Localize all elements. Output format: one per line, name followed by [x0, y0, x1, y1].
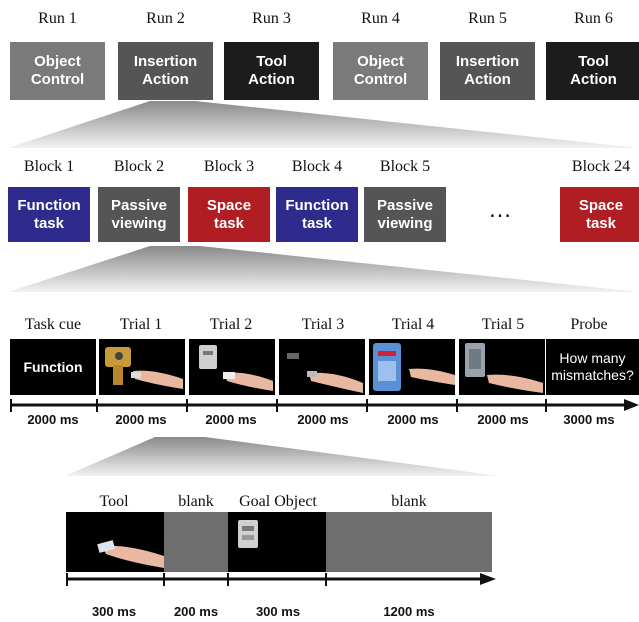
block-label: Block 3: [203, 158, 255, 175]
trial-label: Task cue: [24, 316, 82, 333]
block-label: Block 2: [113, 158, 165, 175]
duration-label: 300 ms: [255, 604, 301, 619]
duration-label: 200 ms: [173, 604, 219, 619]
block-to-trials-wedge: [8, 246, 639, 292]
duration-label: 2000 ms: [27, 412, 79, 427]
card-hand-image: [66, 512, 164, 572]
detail-label: Tool: [99, 493, 129, 510]
detail-label: blank: [391, 493, 427, 510]
block-box: Space task: [188, 187, 270, 242]
run-box: Object Control: [10, 42, 105, 100]
run-label: Run 2: [146, 10, 185, 27]
trial-timeline: [10, 399, 639, 412]
block-label: Block 1: [23, 158, 75, 175]
trial-label: Trial 5: [481, 316, 525, 333]
duration-label: 2000 ms: [387, 412, 439, 427]
duration-label: 3000 ms: [563, 412, 615, 427]
blue-device-hand-image: [369, 339, 455, 395]
run-box: Tool Action: [224, 42, 319, 100]
block-box: Passive viewing: [98, 187, 180, 242]
trial-label: Trial 2: [209, 316, 253, 333]
trial-label: Trial 4: [391, 316, 435, 333]
probe-screen: How many mismatches?: [546, 339, 639, 395]
block-box: Passive viewing: [364, 187, 446, 242]
duration-label: 2000 ms: [115, 412, 167, 427]
trial-label: Probe: [570, 316, 608, 333]
block-box: Space task: [560, 187, 639, 242]
block-label: Block 5: [379, 158, 431, 175]
task-cue-screen: Function: [10, 339, 96, 395]
run-box: Insertion Action: [440, 42, 535, 100]
duration-label: 2000 ms: [477, 412, 529, 427]
run-box: Object Control: [333, 42, 428, 100]
run-label: Run 3: [252, 10, 291, 27]
trial-label: Trial 3: [301, 316, 345, 333]
small-object-hand-image: [279, 339, 365, 395]
run-label: Run 5: [468, 10, 507, 27]
trial-label: Trial 1: [119, 316, 163, 333]
card-slot-hand-image: [459, 339, 545, 395]
block-box: Function task: [276, 187, 358, 242]
detail-timeline: [66, 573, 496, 586]
duration-label: 2000 ms: [205, 412, 257, 427]
stapler-hand-image: [99, 339, 185, 395]
run-label: Run 4: [361, 10, 400, 27]
block-box: Function task: [8, 187, 90, 242]
duration-label: 2000 ms: [297, 412, 349, 427]
ellipsis: …: [488, 196, 512, 223]
outlet-hand-image: [189, 339, 275, 395]
block-label: Block 24: [571, 158, 631, 175]
detail-label: blank: [178, 493, 214, 510]
detail-label: Goal Object: [239, 493, 317, 510]
run-label: Run 6: [574, 10, 613, 27]
run-label: Run 1: [38, 10, 77, 27]
block-label: Block 4: [291, 158, 343, 175]
blank-screen: [164, 512, 228, 572]
trial-to-detail-wedge: [65, 437, 500, 476]
run-box: Tool Action: [546, 42, 639, 100]
blank-screen: [326, 512, 492, 572]
duration-label: 300 ms: [91, 604, 137, 619]
run-to-blocks-wedge: [8, 101, 639, 148]
outlet-image: [228, 512, 326, 572]
duration-label: 1200 ms: [383, 604, 435, 619]
run-box: Insertion Action: [118, 42, 213, 100]
